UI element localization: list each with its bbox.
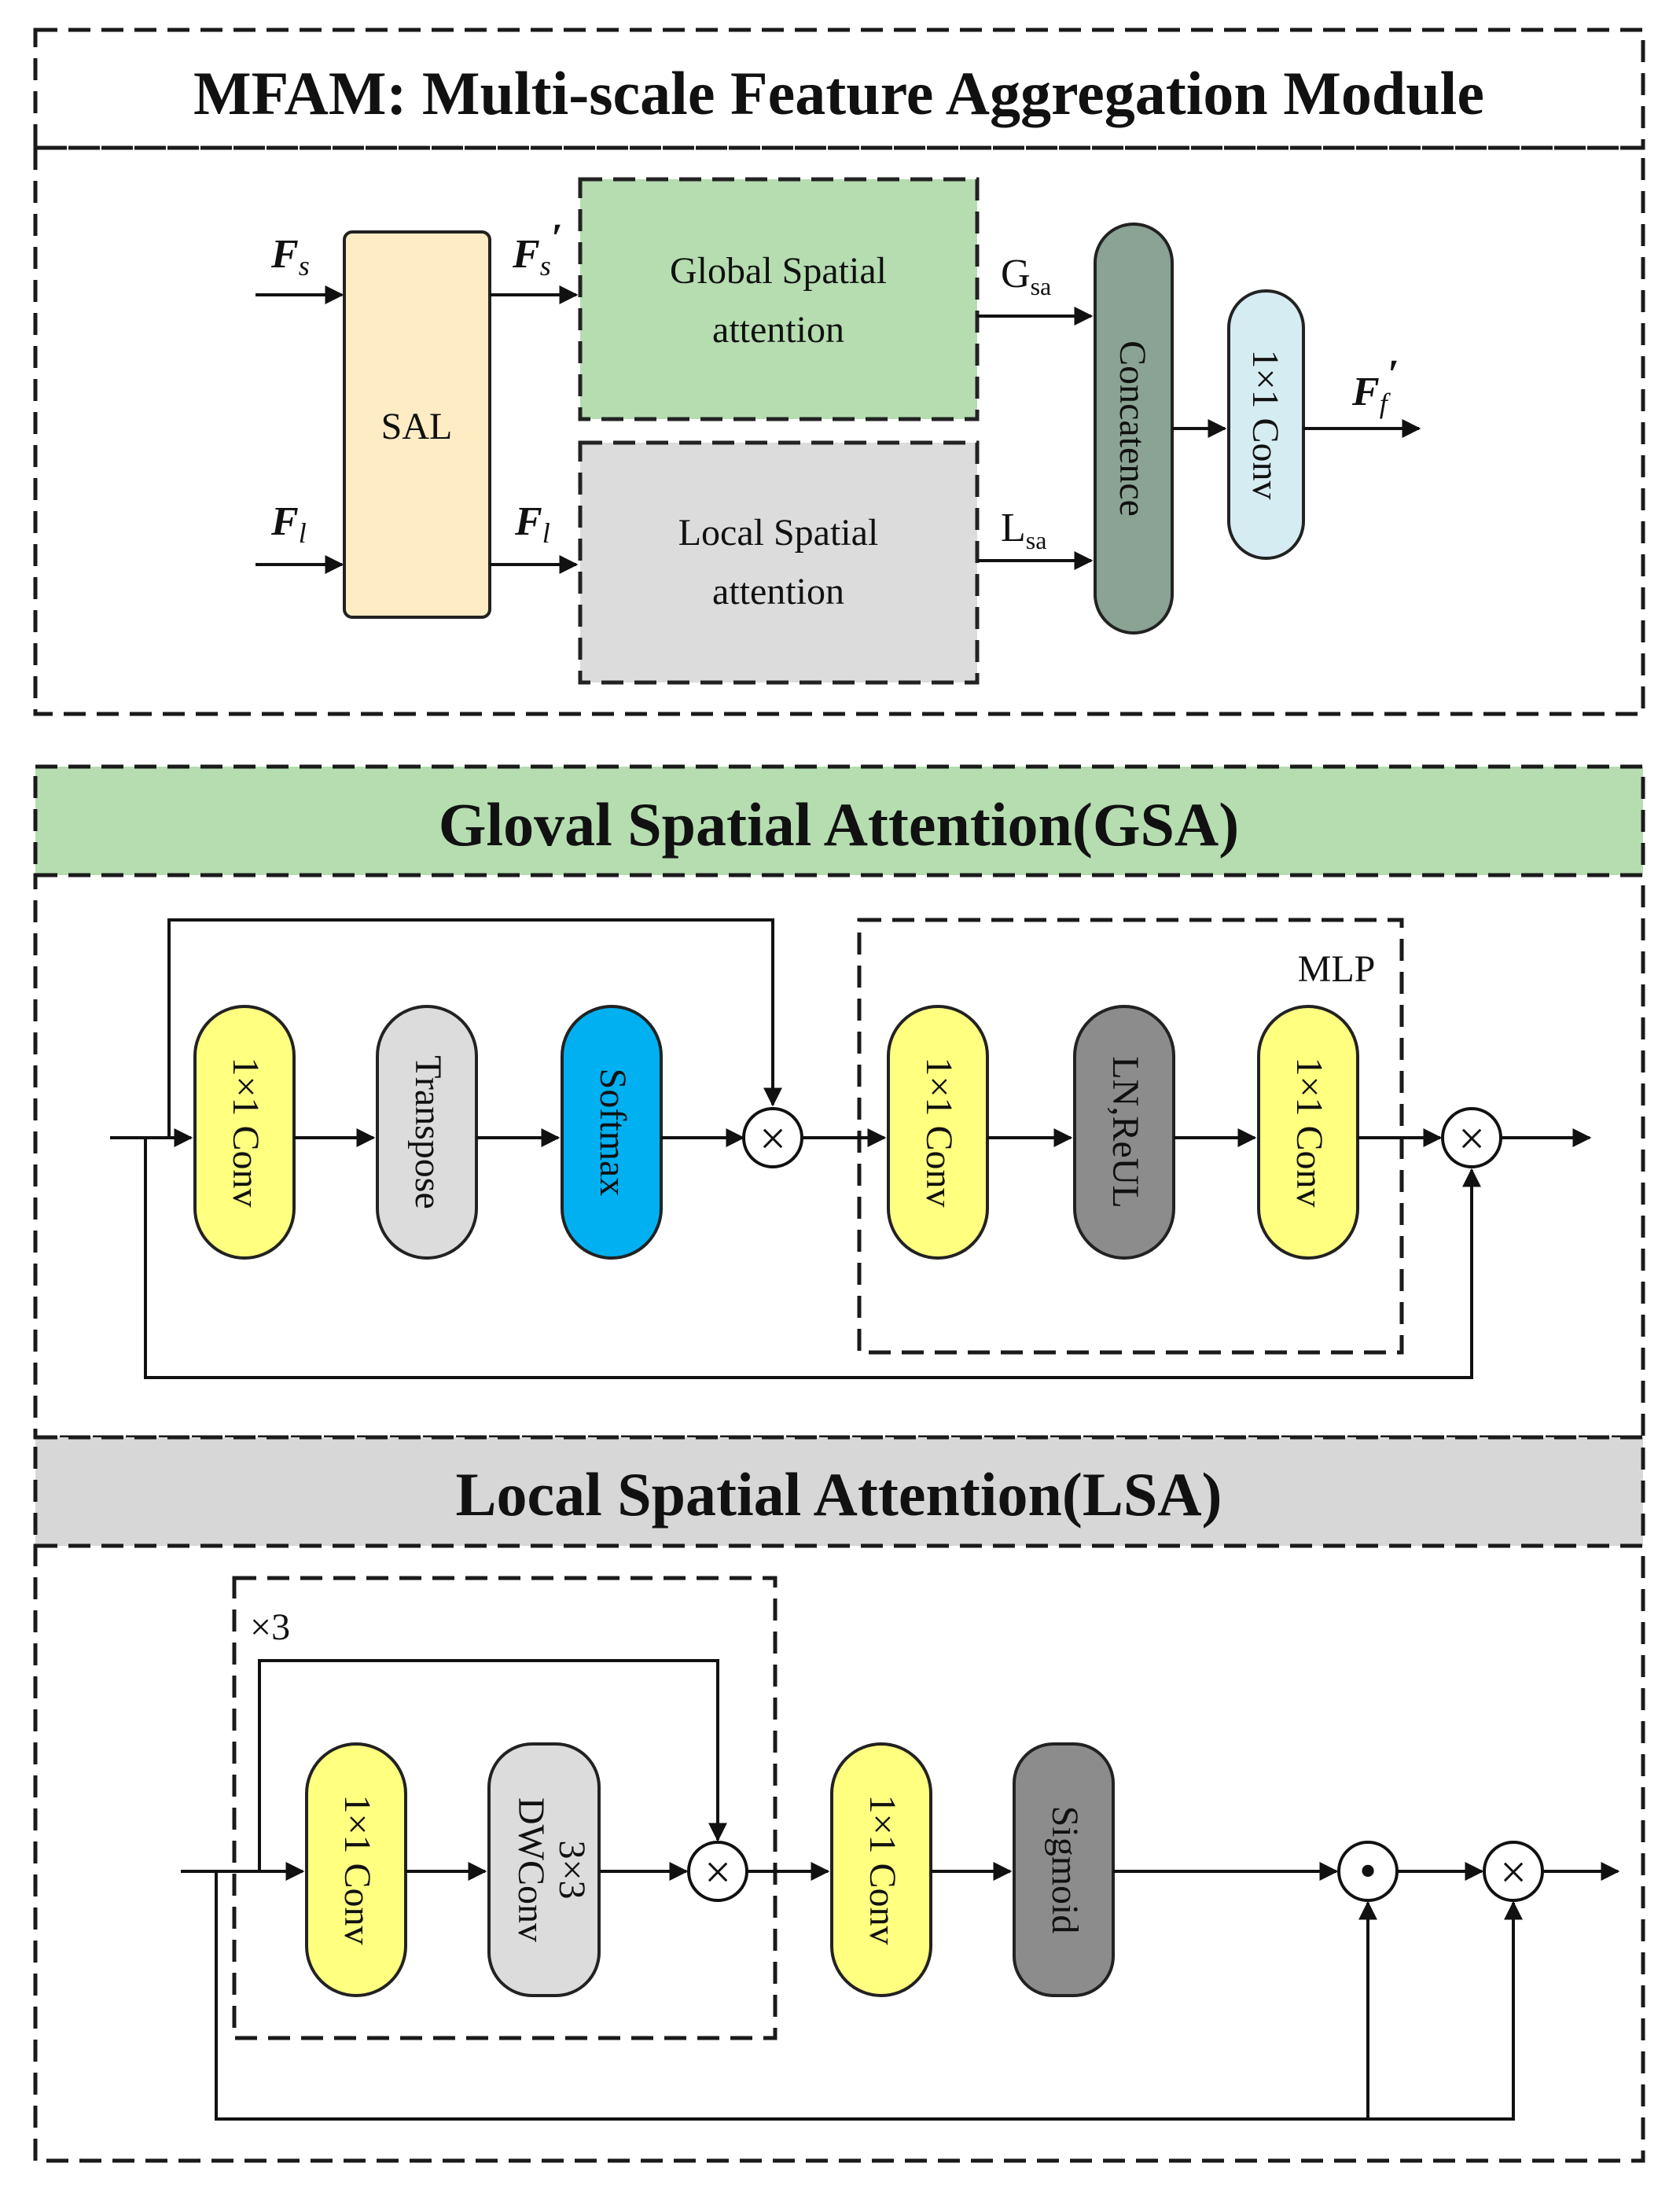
mlp-conv1-block: [887, 1005, 989, 1260]
mfam-conv-label: 1×1 Conv: [1244, 349, 1286, 499]
lsa-multiply-symbol-1: ×: [704, 1846, 731, 1898]
gsa-transpose-block: [376, 1005, 478, 1260]
sal-label: SAL: [381, 406, 453, 447]
gsa-multiply-symbol-2: ×: [1458, 1113, 1485, 1164]
input-fl-label: Fl: [270, 499, 307, 549]
lsa-multiply-symbol-2: ×: [1500, 1846, 1527, 1898]
lsa-section: Local Spatial Attention(LSA) ×3 1×1 Conv…: [33, 1435, 1645, 2163]
lsa-sigmoid-label: Sigmoid: [1044, 1806, 1086, 1934]
gsa-title-bar: [33, 764, 1645, 877]
mlp-conv1-label: 1×1 Conv: [918, 1057, 960, 1207]
lsa-title-bar: [33, 1435, 1645, 1548]
mfam-conv-block: [1227, 289, 1305, 560]
lsa-dwconv-line1: 3×3: [551, 1840, 593, 1899]
lsa-conv1-label: 1×1 Conv: [336, 1794, 378, 1944]
lsa-block-line1: Local Spatial: [678, 512, 879, 554]
gsa-conv1-label: 1×1 Conv: [225, 1057, 267, 1207]
repeat-group-frame: [232, 1576, 778, 2040]
gsa-softmax-label: Softmax: [592, 1069, 634, 1197]
mfam-output-label: Ff′: [1351, 352, 1399, 419]
mlp-label: MLP: [1298, 948, 1376, 990]
gsa-skip-bottom: [144, 1138, 1481, 1379]
mlp-ln-relu-label: LN,ReUL: [1105, 1056, 1146, 1208]
lsa-conv2-label: 1×1 Conv: [862, 1794, 903, 1944]
sal-block: [343, 230, 491, 619]
lsa-block-line2: attention: [712, 571, 844, 613]
local-spatial-attention-block: [578, 440, 980, 685]
gsa-softmax-block: [561, 1005, 663, 1260]
gsa-block-line2: attention: [712, 309, 844, 351]
lsa-dwconv-line2: DWConv: [510, 1797, 552, 1942]
gsa-section: Gloval Spatial Attention(GSA) MLP 1×1 Co…: [33, 764, 1645, 1440]
gsa-multiply-symbol-1: ×: [759, 1113, 786, 1164]
gsa-conv1-block: [193, 1005, 296, 1260]
mlp-conv2-block: [1257, 1005, 1359, 1260]
lsa-body-frame: [33, 1543, 1645, 2163]
mfam-title: MFAM: Multi-scale Feature Aggregation Mo…: [193, 59, 1484, 127]
lsa-out-label: Lsa: [1001, 506, 1046, 554]
lsa-outer-skip: [215, 1871, 1377, 2121]
sal-out-fl-label: Fl: [514, 499, 550, 549]
sal-out-fs-label: Fs′: [512, 216, 562, 281]
mfam-body-frame: [33, 145, 1645, 716]
input-fs-label: Fs: [270, 232, 310, 281]
gsa-block-line1: Global Spatial: [670, 250, 887, 292]
gsa-title: Gloval Spatial Attention(GSA): [439, 790, 1239, 859]
concatenate-label: Concatence: [1112, 340, 1153, 517]
repeat-label: ×3: [250, 1606, 290, 1648]
mfam-section: MFAM: Multi-scale Feature Aggregation Mo…: [33, 28, 1645, 716]
lsa-inner-skip: [258, 1659, 727, 1871]
gsa-transpose-label: Transpose: [407, 1055, 449, 1209]
gsa-skip-top: [167, 918, 782, 1138]
lsa-title: Local Spatial Attention(LSA): [455, 1460, 1222, 1529]
lsa-outer-skip-2: [1368, 1900, 1523, 2121]
global-spatial-attention-block: [578, 177, 980, 421]
mlp-ln-relu-block: [1073, 1005, 1175, 1260]
mlp-conv2-label: 1×1 Conv: [1288, 1057, 1330, 1207]
lsa-elementwise-symbol: •: [1360, 1847, 1376, 1896]
gsa-out-label: Gsa: [1001, 252, 1051, 300]
